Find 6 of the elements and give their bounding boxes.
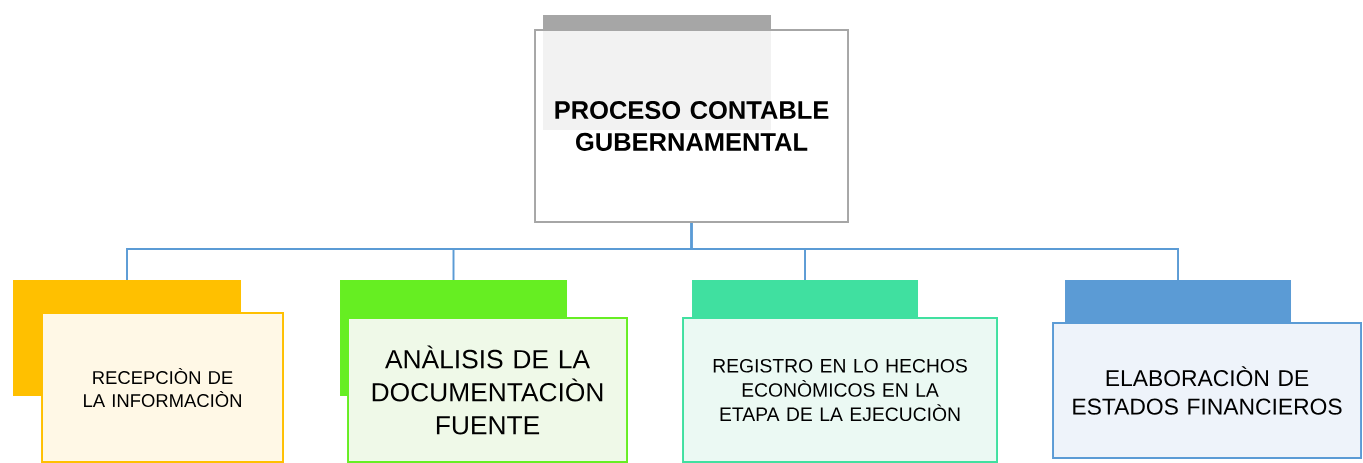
process-box: RECEPCIÒN DE LA INFORMACIÒN bbox=[13, 280, 284, 463]
process-box: PROCESO CONTABLE GUBERNAMENTAL bbox=[534, 15, 849, 223]
process-box: REGISTRO EN LO HECHOS ECONÒMICOS EN LA ETAPA DE LA EJECUCIÒN bbox=[682, 280, 998, 463]
connector-line bbox=[690, 222, 1179, 281]
process-box: ELABORACIÒN DE ESTADOS FINANCIEROS bbox=[1052, 280, 1362, 459]
process-box: ANÀLISIS DE LA DOCUMENTACIÒN FUENTE bbox=[340, 280, 628, 463]
